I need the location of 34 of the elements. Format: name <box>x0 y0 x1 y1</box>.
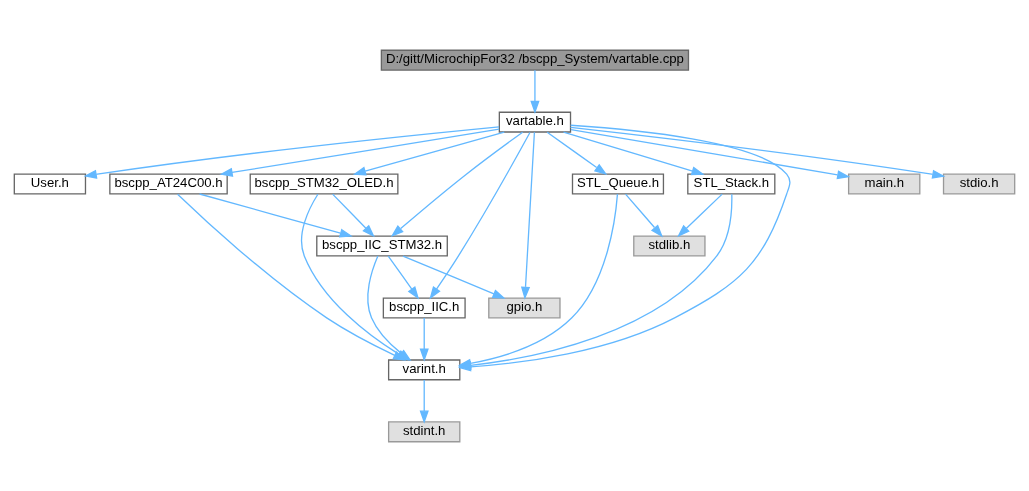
arrow <box>677 192 723 237</box>
arrow <box>520 131 536 300</box>
arrow <box>198 192 353 237</box>
arrow <box>219 128 500 177</box>
node-box: bscpp_STM32_OLED.h <box>249 173 399 195</box>
node-box: stdlib.h <box>633 234 706 257</box>
node-box: stdint.h <box>387 420 461 442</box>
arrow <box>562 130 705 175</box>
node-box: STL_Queue.h <box>571 173 665 195</box>
node-box: stdio.h <box>942 173 1016 195</box>
arrow <box>546 131 608 175</box>
arrow <box>352 130 505 175</box>
arrow <box>83 125 500 179</box>
arrow <box>419 378 429 424</box>
node-box: gpio.h <box>488 296 561 318</box>
arrow <box>530 69 540 114</box>
arrow <box>402 254 506 299</box>
node-box: User.h <box>13 173 87 195</box>
arrow <box>387 254 420 299</box>
node-box: D:/gitt/MicrochipFor32 /bscpp_System/vartable.cpp <box>380 49 690 71</box>
node-box: vartable.h <box>498 111 572 133</box>
arrow <box>390 131 524 237</box>
node-box: bscpp_IIC.h <box>382 296 466 318</box>
arrow <box>429 131 531 299</box>
node-box: STL_Stack.h <box>687 173 776 195</box>
node-box: varint.h <box>387 358 461 380</box>
arrow <box>624 192 664 237</box>
arrow <box>331 192 375 237</box>
arrow <box>570 128 851 179</box>
node-box: main.h <box>847 173 921 195</box>
arrow <box>569 126 946 179</box>
node-box: bscpp_IIC_STM32.h <box>316 234 448 257</box>
node-box: bscpp_AT24C00.h <box>109 173 228 195</box>
arrow <box>419 316 429 362</box>
